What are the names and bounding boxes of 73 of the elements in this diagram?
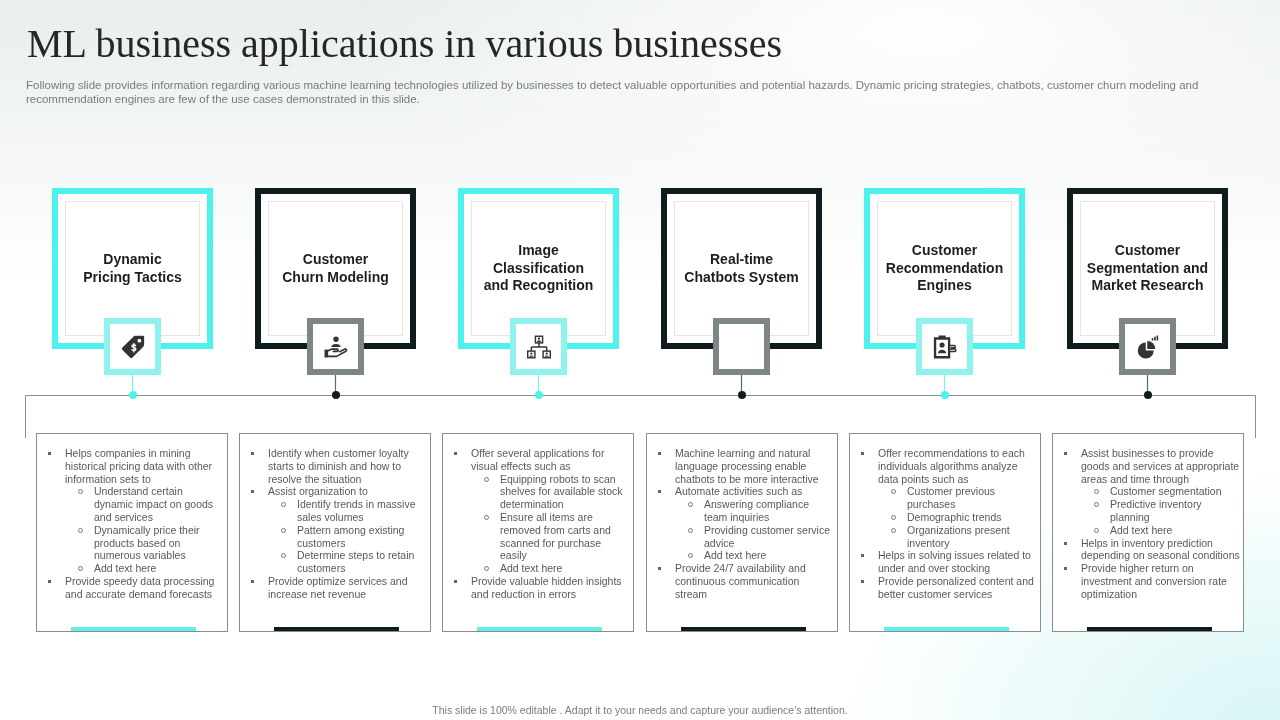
heading-frame (864, 188, 1025, 349)
bullet-text: Provide speedy data processing and accurate demand forecasts (48, 574, 224, 601)
bullet-text: Machine learning and natural language processing enable chatbots to be more interactive (658, 447, 834, 486)
connector-line (943, 374, 946, 392)
heading-text: Dynamic Pricing Tactics (82, 251, 183, 286)
heading-text: Image Classification and Recognition (482, 242, 595, 295)
icon-frame (713, 318, 770, 375)
sub-bullet-text: Customer previous purchases (891, 485, 1037, 511)
sub-bullet-text: Ensure all items are removed from carts and scanned for purchase easily (484, 511, 630, 563)
timeline-dot-icon (1143, 391, 1152, 399)
heading-frame (52, 188, 213, 349)
text-card (239, 433, 431, 632)
sub-bullet-text: Identify trends in massive sales volumes (281, 498, 427, 524)
connector-line (131, 374, 134, 392)
bullet-text: Provide optimize services and increase net revenue (251, 574, 427, 601)
heading-text: Customer Churn Modeling (281, 251, 390, 286)
icon-frame (307, 318, 364, 375)
sub-bullet-text: Add text here (1094, 523, 1240, 537)
timeline-dot-icon (940, 391, 949, 399)
footer-note: This slide is 100% editable . Adapt it to your needs and capture your audience’s attention. (432, 704, 848, 717)
connector-line (334, 374, 337, 392)
bullet-text: Offer several applications for visual effects such as (454, 447, 630, 473)
sub-bullet-text: Dynamically price their products based on numerous variables (78, 523, 224, 563)
text-card (36, 433, 228, 632)
connector-line (740, 374, 743, 392)
sub-bullet-text: Providing customer service advice (688, 523, 834, 550)
connector-line (537, 374, 540, 392)
heading-text: Customer Segmentation and Market Research (1085, 242, 1210, 295)
timeline-dot-icon (534, 391, 543, 399)
text-card (442, 433, 634, 632)
heading-frame (458, 188, 619, 349)
heading-frame (661, 188, 822, 349)
bullet-text: Provide higher return on investment and conversion rate optimization (1064, 562, 1240, 601)
sub-bullet-text: Customer segmentation (1094, 485, 1240, 499)
sub-bullet-text: Understand certain dynamic impact on goods and services (78, 485, 224, 524)
icon-frame (916, 318, 973, 375)
sub-bullet-text: Organizations present inventory (891, 523, 1037, 550)
timeline-dot-icon (737, 391, 746, 399)
description-text: Following slide provides information regarding various machine learning technologies utilized by businesses to detect valuable opportunities and potential hazards. Dynamic pricing strategies, chatbots, customer churn modeling and recommendation engines are few of the use cases demonstrated in this slide. (26, 79, 1200, 106)
icon-frame (104, 318, 161, 375)
bullet-text: Provide 24/7 availability and continuous communication stream (658, 562, 834, 601)
bullet-text: Automate activities such as (658, 485, 834, 499)
bullet-text: Helps in solving issues related to under and over stocking (861, 549, 1037, 575)
sub-bullet-text: Equipping robots to scan shelves for available stock determination (484, 472, 630, 511)
bullet-text: Provide valuable hidden insights and reduction in errors (454, 574, 630, 601)
bullet-text: Helps companies in mining historical pricing data with other information sets to (48, 447, 224, 486)
bullet-text: Assist businesses to provide goods and services at appropriate areas and time through (1064, 447, 1240, 486)
bullet-text: Helps in inventory prediction depending on seasonal conditions (1064, 536, 1240, 563)
sub-bullet-text: Add text here (688, 549, 834, 563)
sub-bullet-text: Demographic trends (891, 511, 1037, 524)
sub-bullet-text: Add text here (484, 562, 630, 575)
text-card (1052, 433, 1244, 632)
heading-text: Customer Recommendation Engines (884, 242, 1005, 295)
sub-bullet-text: Determine steps to retain customers (281, 549, 427, 575)
text-card (646, 433, 838, 632)
timeline-dot-icon (331, 391, 340, 399)
bullet-text: Assist organization to (251, 485, 427, 499)
bullet-text: Offer recommendations to each individuals algorithms analyze data points such as (861, 447, 1037, 486)
heading-frame (255, 188, 416, 349)
connector-line (1146, 374, 1149, 392)
icon-frame (1119, 318, 1176, 375)
heading-frame (1067, 188, 1228, 349)
icon-frame (510, 318, 567, 375)
heading-text: Real-time Chatbots System (683, 251, 800, 286)
timeline-dot-icon (128, 391, 137, 399)
sub-bullet-text: Add text here (78, 562, 224, 575)
bullet-text: Identify when customer loyalty starts to diminish and how to resolve the situation (251, 447, 427, 486)
sub-bullet-text: Answering compliance team inquiries (688, 498, 834, 524)
sub-bullet-text: Pattern among existing customers (281, 523, 427, 550)
bullet-text: Provide personalized content and better customer services (861, 574, 1037, 601)
slide-title: ML business applications in various businesses (27, 20, 783, 68)
text-card (849, 433, 1041, 632)
sub-bullet-text: Predictive inventory planning (1094, 498, 1240, 524)
